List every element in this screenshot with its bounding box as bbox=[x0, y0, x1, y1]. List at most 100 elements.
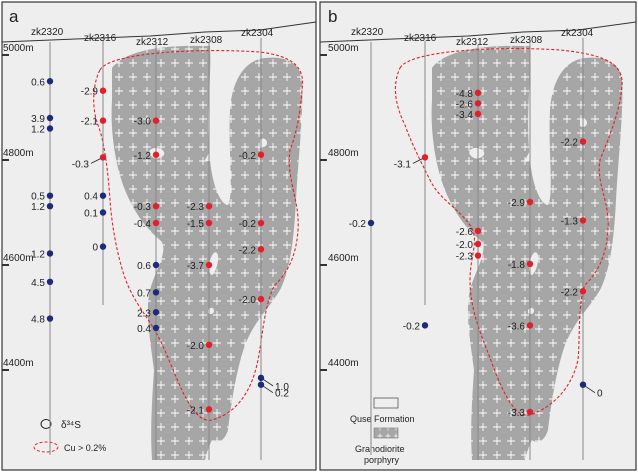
sample-point bbox=[46, 315, 54, 322]
sample-point bbox=[152, 261, 160, 269]
panel-a: a 5000m 4800m 4600m 4400m zk2320 zk2316 … bbox=[1, 1, 317, 471]
drill-hole-label: zk2308 bbox=[510, 35, 543, 46]
sample-point bbox=[257, 295, 265, 303]
sample-point bbox=[579, 138, 587, 145]
sample-point bbox=[205, 406, 213, 413]
legend-b: Quse Formation Granodiorite porphyry bbox=[350, 397, 415, 465]
sample-point bbox=[152, 117, 160, 124]
elevation-label: 4400m bbox=[328, 358, 359, 369]
sample-value-label: -3.7 bbox=[187, 261, 205, 272]
sample-point bbox=[526, 322, 534, 329]
sample-value-label: 1.2 bbox=[31, 249, 45, 260]
sample-value-label: 3.9 bbox=[31, 114, 45, 125]
sample-value-label: 1.2 bbox=[31, 125, 45, 136]
sample-value-label: 0.4 bbox=[137, 324, 151, 335]
sample-point bbox=[46, 78, 54, 85]
drill-hole-label: zk2316 bbox=[404, 33, 437, 44]
sample-point bbox=[46, 203, 54, 210]
drill-hole-label: zk2304 bbox=[241, 28, 274, 39]
sample-point bbox=[474, 240, 482, 248]
panel-a-label: a bbox=[9, 7, 19, 26]
legend-a: δ³⁴S Cu > 0.2% bbox=[33, 419, 106, 453]
sample-point bbox=[99, 192, 107, 199]
sample-point bbox=[474, 100, 482, 107]
sample-point bbox=[579, 217, 587, 224]
drill-hole-label: zk2320 bbox=[351, 27, 384, 38]
sample-symbol-icon bbox=[40, 419, 52, 429]
sample-value-label: -1.3 bbox=[561, 216, 579, 227]
sample-point bbox=[257, 246, 265, 253]
sample-value-label: 0 bbox=[92, 243, 98, 254]
sample-value-label: -3.0 bbox=[134, 117, 152, 128]
sample-value-label: -2.2 bbox=[561, 138, 579, 149]
elevation-label: 4800m bbox=[3, 148, 34, 159]
sample-value-label: 1.2 bbox=[31, 202, 45, 213]
sample-value-label: -3.1 bbox=[394, 159, 412, 170]
sample-value-label: -4.8 bbox=[456, 89, 474, 100]
elevation-axis: 5000m 4800m 4600m 4400m bbox=[320, 43, 359, 371]
quse-formation-swatch bbox=[373, 397, 399, 409]
legend-cu-label: Cu > 0.2% bbox=[64, 443, 106, 453]
cu-envelope-icon bbox=[33, 441, 59, 453]
sample-point bbox=[152, 219, 160, 227]
sample-value-label: -3.4 bbox=[456, 110, 474, 121]
sample-point bbox=[99, 87, 107, 94]
panel-b: b 5000m 4800m 4600m 4400m zk2320 zk2316 … bbox=[319, 1, 637, 471]
inclusion bbox=[528, 252, 539, 275]
cu-envelope bbox=[394, 48, 623, 416]
sample-point bbox=[205, 261, 213, 269]
sample-value-label: 0.4 bbox=[84, 192, 98, 203]
drill-hole-label: zk2304 bbox=[561, 28, 594, 39]
sample-value-label: -2.2 bbox=[239, 245, 257, 256]
sample-value-label: 0.6 bbox=[137, 261, 151, 272]
legend-symbol-label: δ³⁴S bbox=[61, 420, 81, 431]
sample-point bbox=[205, 203, 213, 210]
sample-value-label: -0.2 bbox=[403, 321, 421, 332]
drill-hole-label: zk2316 bbox=[84, 33, 117, 44]
sample-value-label: -3.6 bbox=[508, 321, 526, 332]
sample-value-label: -2.3 bbox=[187, 202, 205, 213]
sample-point bbox=[421, 154, 429, 161]
sample-value-label: 0.5 bbox=[31, 192, 45, 203]
sample-value-label: -2.0 bbox=[187, 341, 205, 352]
sample-value-label: -1.5 bbox=[187, 219, 205, 230]
elevation-label: 4800m bbox=[328, 148, 359, 159]
sample-value-label: 1.0 bbox=[275, 382, 289, 393]
sample-value-label: -3.3 bbox=[508, 408, 526, 419]
sample-value-label: -0.2 bbox=[239, 151, 257, 162]
sample-point bbox=[99, 209, 107, 216]
sample-value-label: -0.3 bbox=[134, 202, 152, 213]
sample-value-label: 0.7 bbox=[137, 288, 151, 299]
drill-hole-label: zk2312 bbox=[456, 37, 489, 48]
inclusion bbox=[205, 80, 222, 162]
sample-point bbox=[421, 322, 429, 329]
sample-point bbox=[152, 151, 160, 158]
sample-point bbox=[257, 219, 265, 227]
sample-point bbox=[474, 252, 482, 259]
elevation-label: 4400m bbox=[3, 358, 34, 369]
sample-value-label: 4.5 bbox=[31, 278, 45, 289]
inclusion bbox=[260, 138, 267, 147]
sample-point bbox=[526, 260, 534, 268]
inclusion bbox=[525, 80, 542, 162]
sample-value-label: -2.6 bbox=[456, 227, 474, 238]
inclusion bbox=[208, 252, 219, 275]
elevation-axis: 5000m 4800m 4600m 4400m bbox=[2, 43, 34, 371]
sample-value-label: -0.4 bbox=[134, 219, 152, 230]
sample-value-label: -1.2 bbox=[134, 151, 152, 162]
sample-point bbox=[257, 151, 265, 158]
sample-value-label: -2.0 bbox=[456, 240, 474, 251]
sample-value-label: -2.1 bbox=[81, 117, 99, 128]
sample-point bbox=[205, 219, 213, 227]
sample-point bbox=[46, 192, 54, 199]
drill-hole-label: zk2312 bbox=[136, 37, 169, 48]
sample-value-label: 4.8 bbox=[31, 315, 45, 326]
sample-value-label: -0.3 bbox=[72, 159, 90, 170]
sample-value-label: -0.2 bbox=[239, 219, 257, 230]
sample-point bbox=[46, 278, 54, 285]
samples-b: -0.2-0.2-3.1-4.8-2.6-3.4-2.6-2.0-2.3-2.9… bbox=[349, 89, 603, 419]
sample-point bbox=[152, 289, 160, 296]
sample-value-label: -2.1 bbox=[187, 405, 205, 416]
sample-value-label: 0 bbox=[597, 389, 603, 400]
